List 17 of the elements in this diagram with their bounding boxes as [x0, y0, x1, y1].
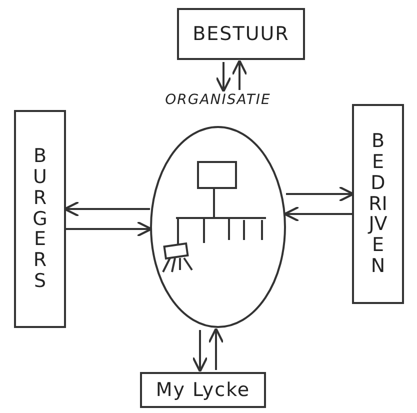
process-box [140, 372, 266, 408]
arrow [66, 220, 152, 238]
node-label: BURGERS [32, 146, 48, 292]
arrow [208, 328, 224, 370]
process-box [177, 8, 305, 60]
node-label: My Lycke [156, 379, 250, 401]
vertical-box [14, 110, 66, 328]
arrow [64, 200, 150, 218]
arrow [286, 186, 354, 202]
arrow [284, 206, 352, 222]
arrow [192, 330, 208, 372]
node-label: BESTUUR [192, 23, 290, 45]
node-heading: ORGANISATIE [164, 92, 272, 108]
arrow [215, 62, 232, 92]
arrow [231, 60, 248, 90]
vertical-box [352, 104, 404, 304]
node-label: BEDRIJVEN [368, 130, 388, 278]
